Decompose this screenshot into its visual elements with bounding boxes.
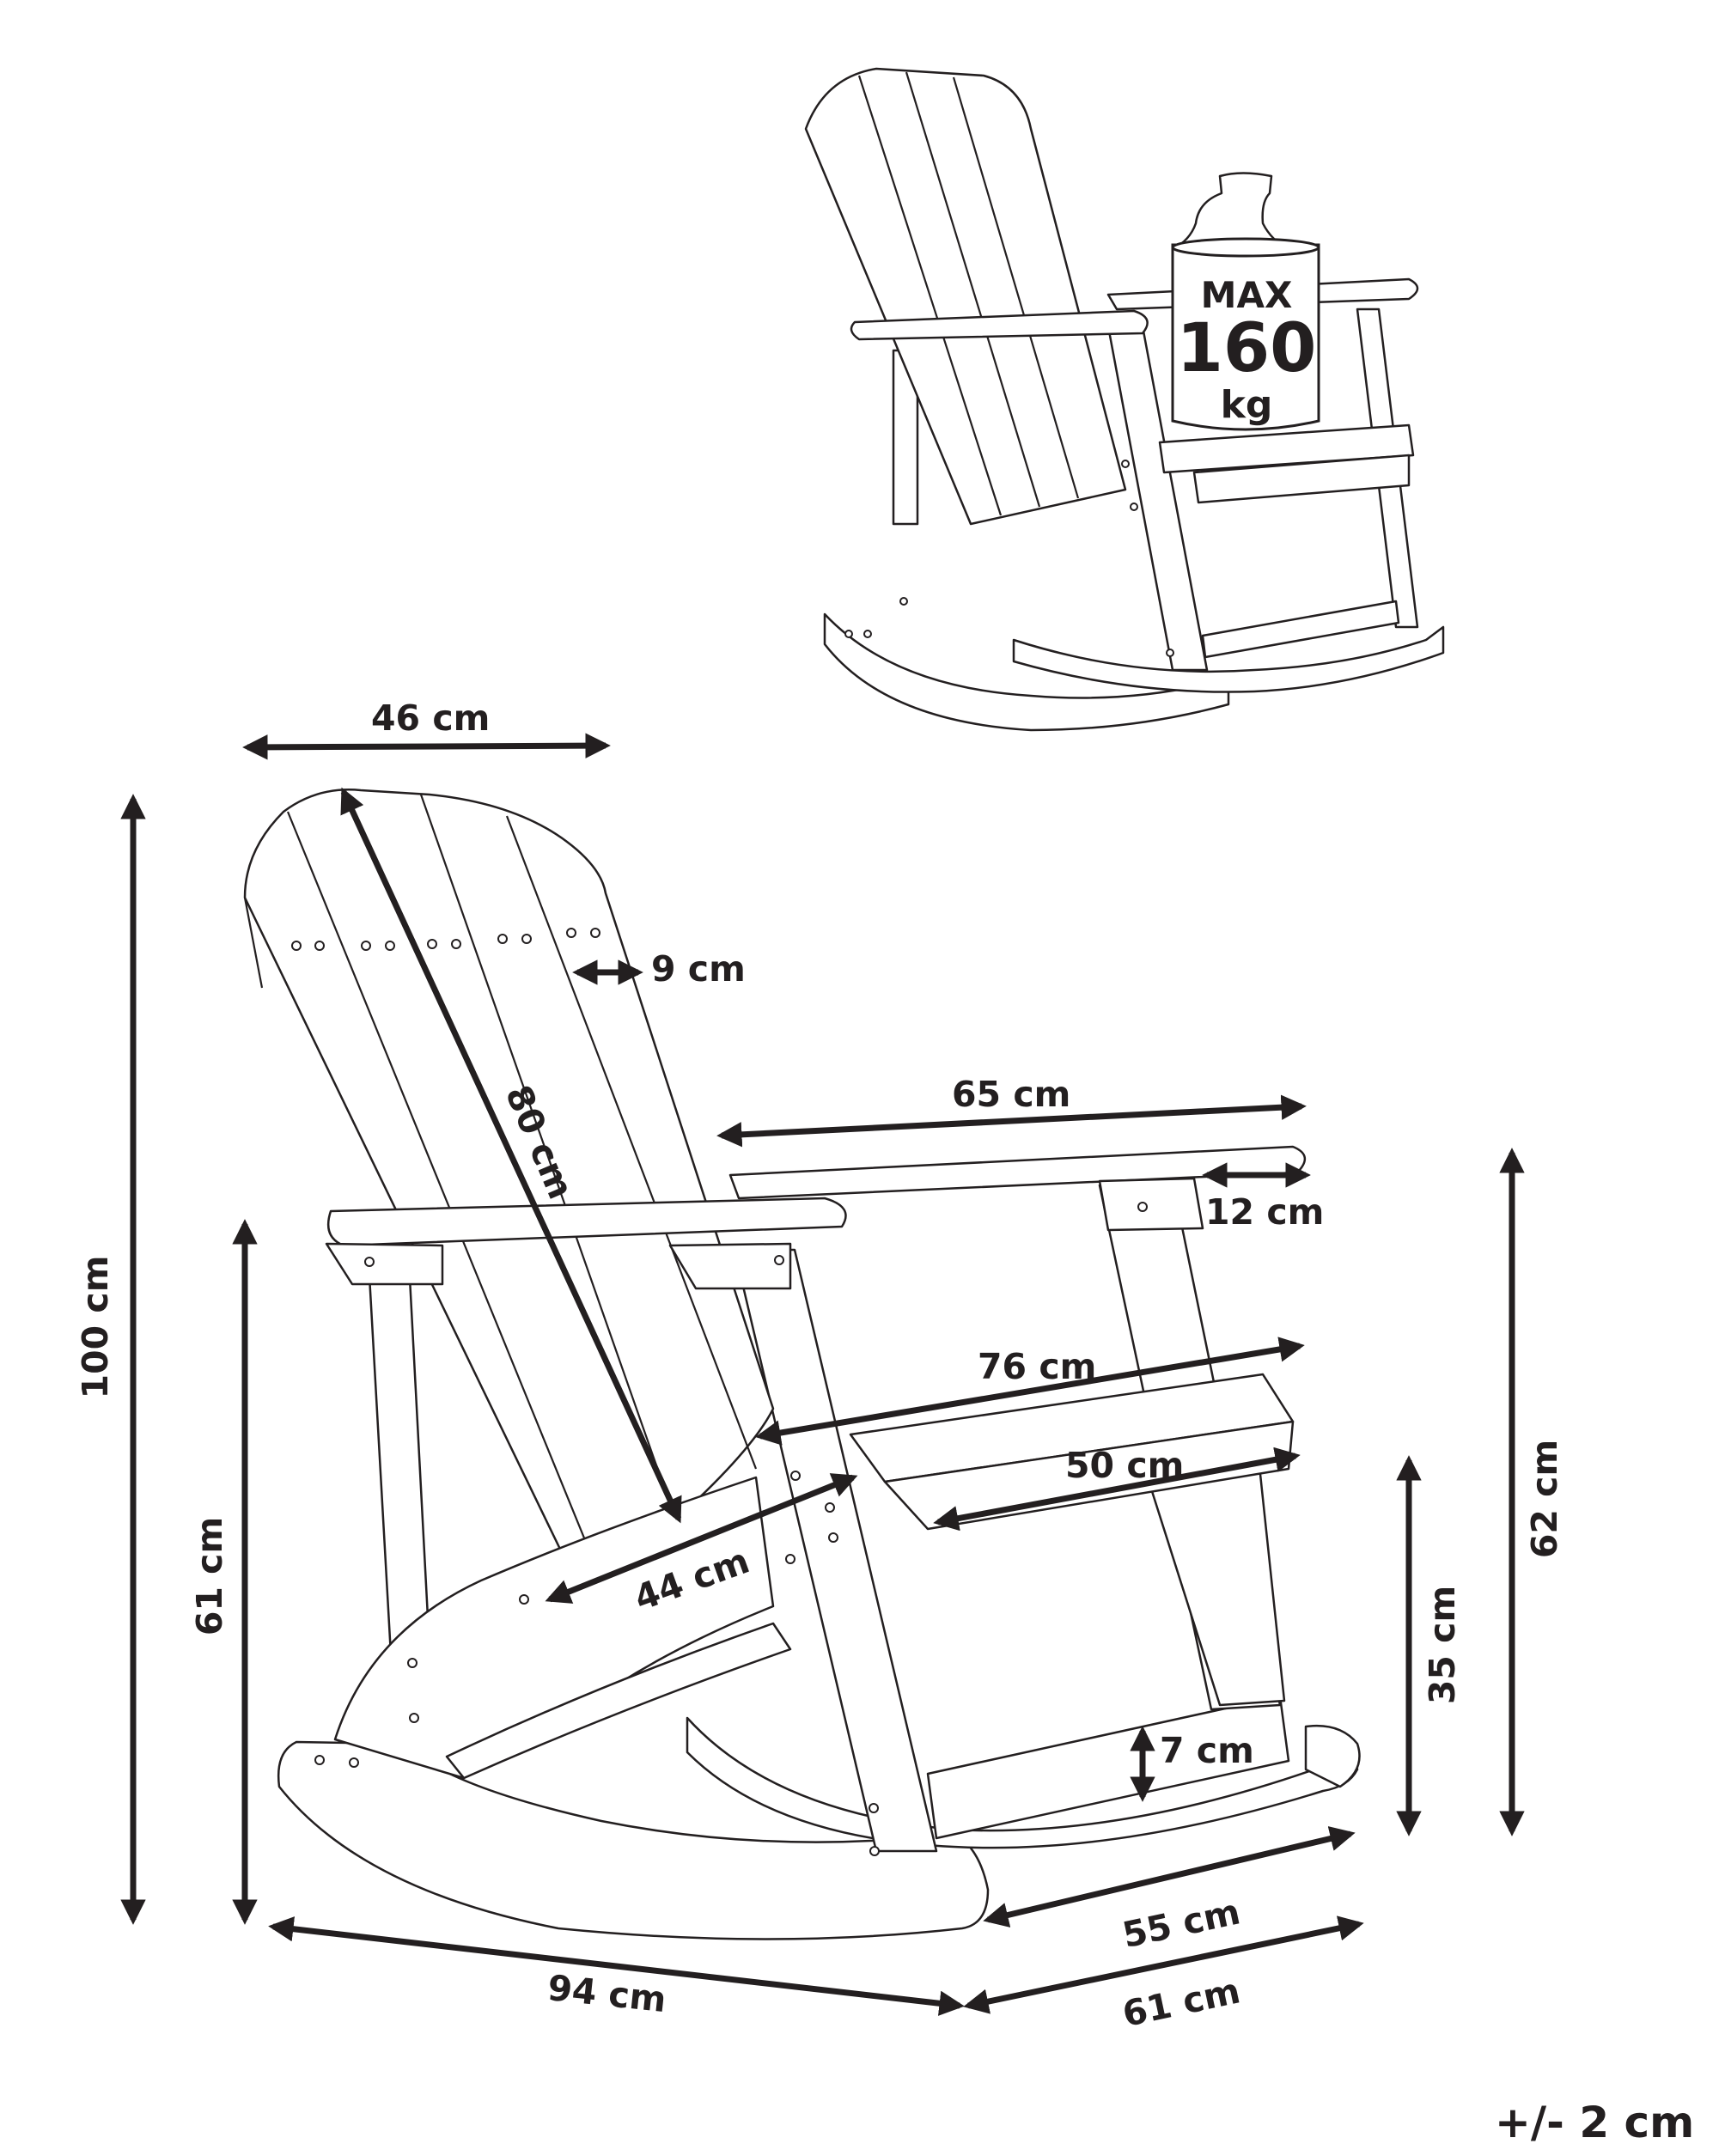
- dim-length: 94 cm: [546, 1967, 668, 2020]
- dim-armrest-length: 65 cm: [952, 1074, 1070, 1115]
- dim-width: 61 cm: [1119, 1970, 1243, 2035]
- dim-inner-width: 55 cm: [1119, 1891, 1243, 1956]
- tolerance-note: +/- 2 cm: [1495, 2098, 1694, 2147]
- dimension-arrows: [120, 733, 1525, 2016]
- dim-seat-width: 50 cm: [1065, 1445, 1184, 1486]
- weight-badge: MAX 160 kg: [1171, 172, 1320, 431]
- dim-slat-width: 9 cm: [651, 948, 746, 990]
- weight-value: 160: [1177, 310, 1317, 387]
- dim-depth-76: 76 cm: [978, 1346, 1096, 1387]
- dim-backrest-width: 46 cm: [371, 697, 490, 739]
- weight-max-label: MAX: [1201, 274, 1293, 316]
- dim-arm-height: 61 cm: [189, 1517, 230, 1635]
- dim-rear-height: 62 cm: [1524, 1440, 1565, 1558]
- small-chair-illustration: [804, 67, 1445, 732]
- dim-seat-height: 35 cm: [1422, 1586, 1463, 1704]
- weight-unit: kg: [1221, 383, 1273, 427]
- dim-total-height: 100 cm: [75, 1256, 116, 1399]
- dim-armrest-width: 12 cm: [1205, 1191, 1324, 1233]
- dim-rail-height: 7 cm: [1160, 1730, 1254, 1771]
